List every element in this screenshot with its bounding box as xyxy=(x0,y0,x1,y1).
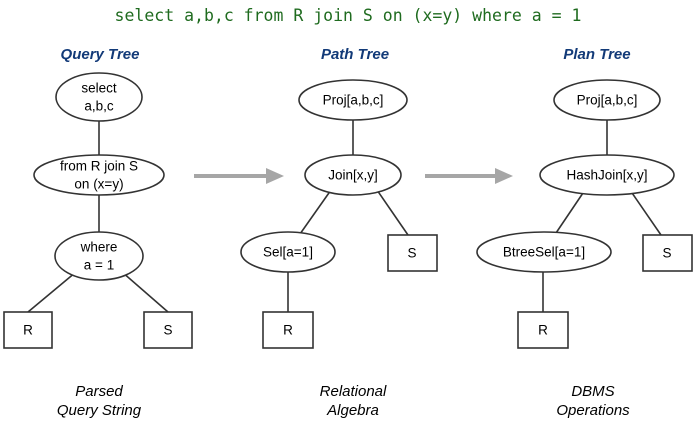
node-relation-r-query[interactable]: R xyxy=(3,311,53,349)
node-sel-path-label: Sel[a=1] xyxy=(263,245,313,260)
caption-relational-algebra-line2: Algebra xyxy=(327,402,379,419)
edge-where-to-s xyxy=(121,271,169,313)
plan-tree-group: Proj[a,b,c] HashJoin[x,y] BtreeSel[a=1] … xyxy=(476,79,693,349)
node-proj-plan[interactable]: Proj[a,b,c] xyxy=(553,79,661,121)
node-select-line2: a,b,c xyxy=(84,99,114,114)
node-hashjoin-plan[interactable]: HashJoin[x,y] xyxy=(539,154,675,196)
node-relation-s-path[interactable]: S xyxy=(387,234,438,272)
node-where[interactable]: where a = 1 xyxy=(54,231,144,281)
caption-parsed-query-string: Parsed Query String xyxy=(14,382,184,420)
sql-query-text: select a,b,c from R join S on (x=y) wher… xyxy=(114,6,582,25)
edge-hashjoin-to-btreesel xyxy=(555,189,586,234)
node-relation-r-path-label: R xyxy=(283,323,293,338)
node-where-line2: a = 1 xyxy=(84,258,114,273)
edge-join-to-s xyxy=(376,189,409,236)
path-tree-group: Proj[a,b,c] Join[x,y] Sel[a=1] R S xyxy=(240,79,438,349)
node-join-path-label: Join[x,y] xyxy=(328,168,378,183)
caption-relational-algebra-line1: Relational xyxy=(319,383,387,400)
node-from-join-line1: from R join S xyxy=(60,159,138,174)
query-tree-group: select a,b,c from R join S on (x=y) wher… xyxy=(3,72,193,349)
caption-parsed-query-string-line2: Query String xyxy=(56,402,142,419)
node-relation-r-plan[interactable]: R xyxy=(517,311,569,349)
arrow-path-to-plan xyxy=(425,168,513,184)
edge-where-to-r xyxy=(27,271,77,313)
node-from-join[interactable]: from R join S on (x=y) xyxy=(33,154,165,196)
node-relation-r-path[interactable]: R xyxy=(262,311,314,349)
column-header-query-tree: Query Tree xyxy=(60,46,140,63)
node-btreesel-plan-label: BtreeSel[a=1] xyxy=(503,245,585,260)
node-where-line1: where xyxy=(80,240,118,255)
node-join-path[interactable]: Join[x,y] xyxy=(304,154,402,196)
node-relation-s-plan[interactable]: S xyxy=(642,234,693,272)
caption-dbms-operations-line2: Operations xyxy=(556,402,630,419)
node-relation-s-query-label: S xyxy=(163,323,172,338)
node-relation-r-plan-label: R xyxy=(538,323,548,338)
caption-dbms-operations: DBMS Operations xyxy=(508,382,678,420)
caption-dbms-operations-line1: DBMS xyxy=(571,383,615,400)
node-select-line1: select xyxy=(81,81,117,96)
caption-relational-algebra: Relational Algebra xyxy=(268,382,438,420)
caption-parsed-query-string-line1: Parsed xyxy=(75,383,123,400)
edge-hashjoin-to-s xyxy=(629,189,662,236)
node-relation-s-path-label: S xyxy=(407,246,416,261)
node-select[interactable]: select a,b,c xyxy=(55,72,143,122)
node-from-join-line2: on (x=y) xyxy=(74,177,123,192)
node-relation-s-plan-label: S xyxy=(662,246,671,261)
node-relation-r-query-label: R xyxy=(23,323,33,338)
column-header-plan-tree: Plan Tree xyxy=(563,46,631,63)
node-proj-plan-label: Proj[a,b,c] xyxy=(577,93,638,108)
node-proj-path-label: Proj[a,b,c] xyxy=(323,93,384,108)
node-hashjoin-plan-label: HashJoin[x,y] xyxy=(566,168,647,183)
node-btreesel-plan[interactable]: BtreeSel[a=1] xyxy=(476,231,612,273)
node-relation-s-query[interactable]: S xyxy=(143,311,193,349)
node-sel-path[interactable]: Sel[a=1] xyxy=(240,231,336,273)
edge-join-to-sel xyxy=(299,189,332,235)
arrow-query-to-path xyxy=(194,168,284,184)
column-header-path-tree: Path Tree xyxy=(320,46,390,63)
node-proj-path[interactable]: Proj[a,b,c] xyxy=(298,79,408,121)
